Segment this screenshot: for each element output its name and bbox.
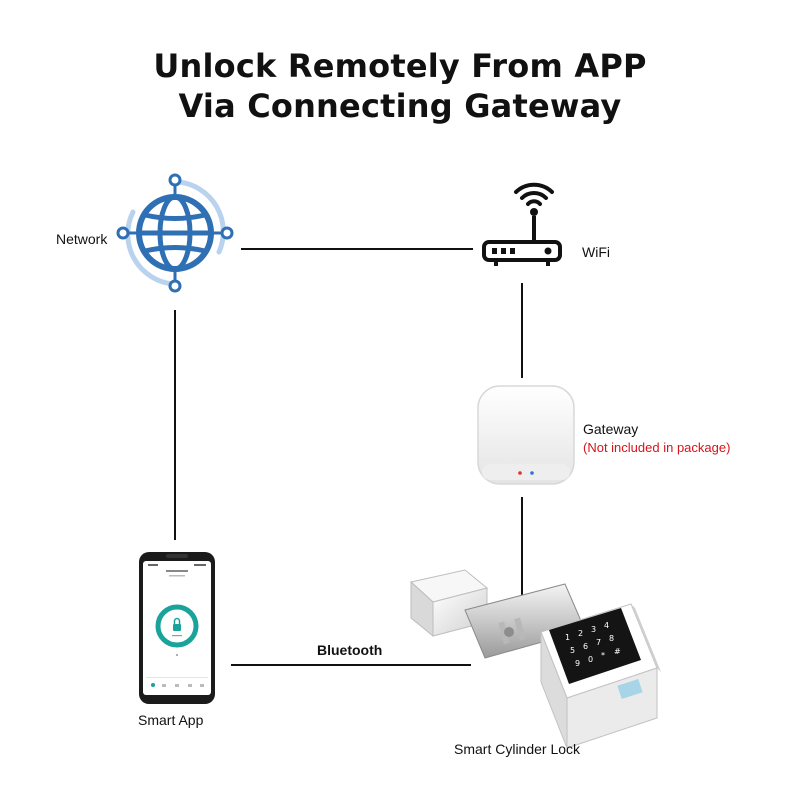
svg-text:2: 2 xyxy=(578,629,583,638)
gateway-not-included-note: (Not included in package) xyxy=(583,440,731,455)
wifi-router-icon xyxy=(482,182,562,266)
svg-text:#: # xyxy=(614,647,621,656)
svg-text:1: 1 xyxy=(565,633,570,642)
connector-network-app xyxy=(174,310,176,540)
svg-text:8: 8 xyxy=(609,634,614,643)
connector-wifi-gateway xyxy=(521,283,523,378)
gateway-device-icon xyxy=(477,385,575,485)
page-title-line-1: Unlock Remotely From APP xyxy=(153,47,647,85)
svg-text:0: 0 xyxy=(588,655,593,664)
connector-network-wifi xyxy=(241,248,473,250)
svg-text:6: 6 xyxy=(583,642,588,651)
smart-app-label: Smart App xyxy=(138,712,204,728)
globe-network-icon xyxy=(116,173,234,293)
svg-text:4: 4 xyxy=(604,621,609,630)
smart-cylinder-lock-label: Smart Cylinder Lock xyxy=(454,741,581,757)
svg-text:3: 3 xyxy=(591,625,596,634)
connector-app-lock xyxy=(231,664,471,666)
bluetooth-label: Bluetooth xyxy=(317,642,383,658)
page-title-line-2: Via Connecting Gateway xyxy=(178,87,622,125)
smartphone-icon xyxy=(139,552,215,704)
connector-gateway-lock xyxy=(521,497,523,609)
gateway-label: Gateway xyxy=(583,421,639,437)
svg-text:5: 5 xyxy=(570,646,575,655)
network-label: Network xyxy=(56,231,108,247)
svg-text:*: * xyxy=(601,651,605,660)
wifi-label: WiFi xyxy=(582,244,610,260)
svg-text:9: 9 xyxy=(575,659,580,668)
svg-text:7: 7 xyxy=(596,638,601,647)
